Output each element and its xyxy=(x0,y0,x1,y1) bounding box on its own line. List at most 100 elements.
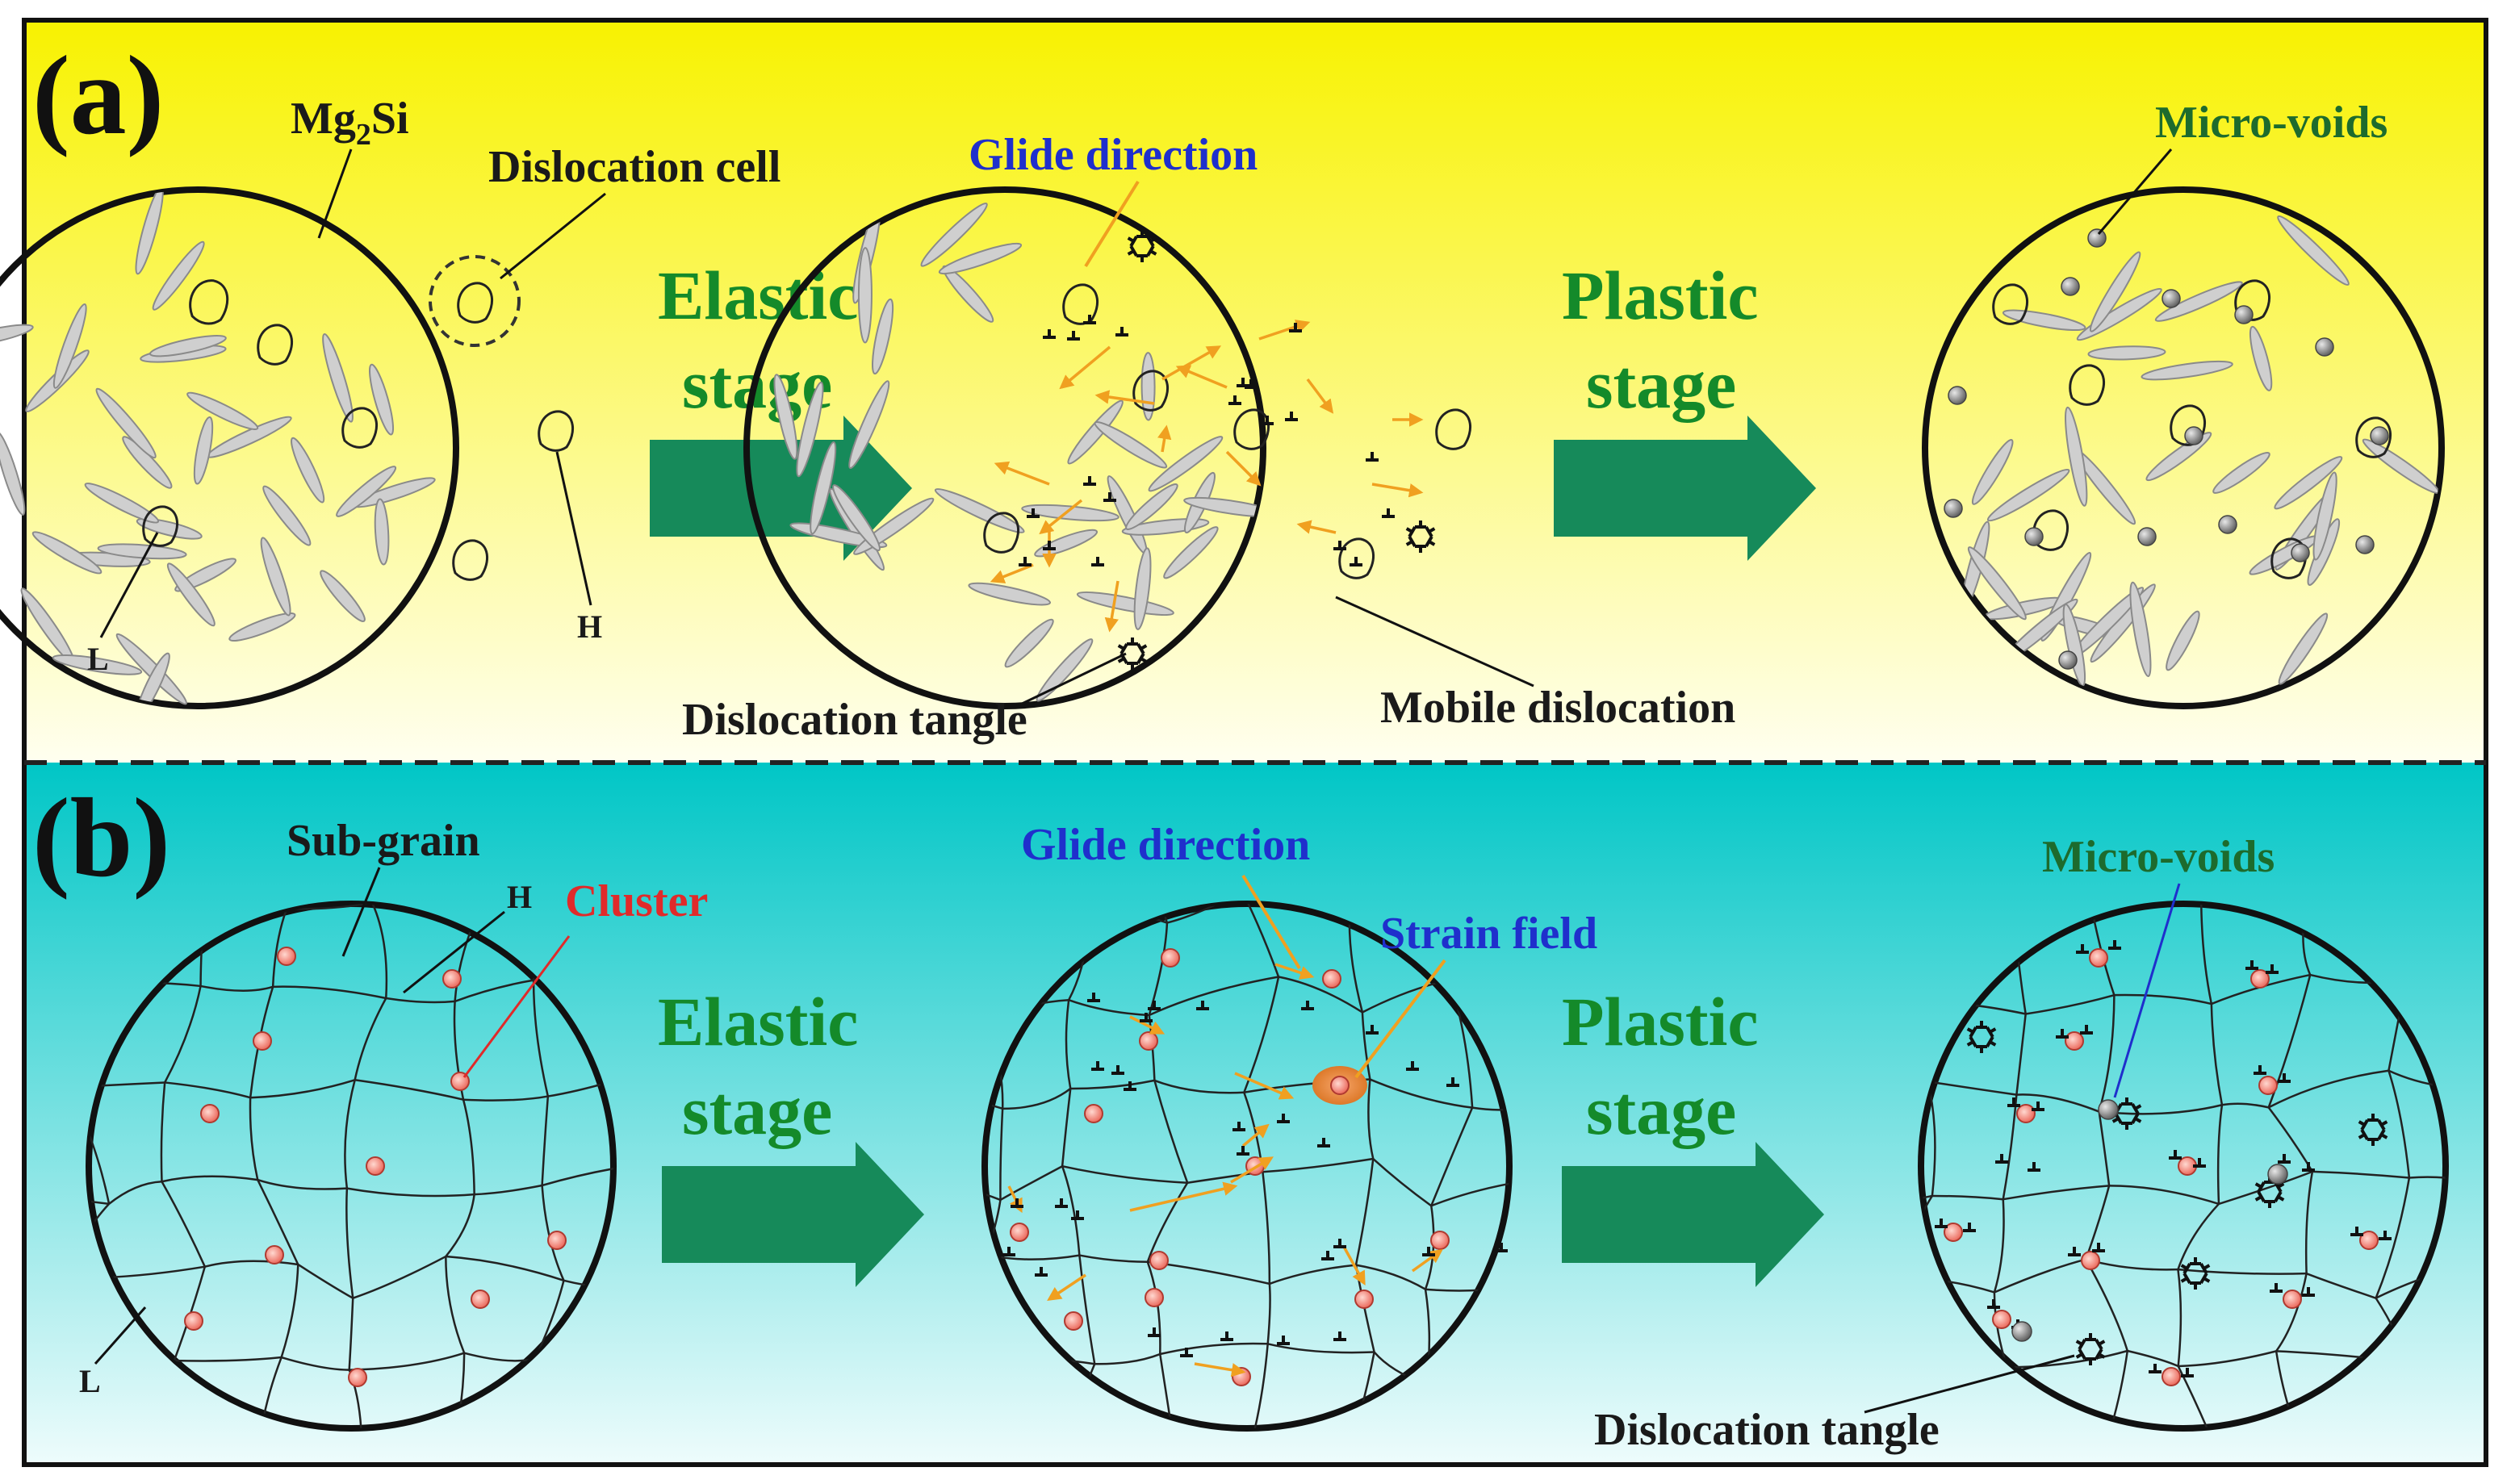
micro-void-icon xyxy=(2011,1321,2032,1342)
dislocation-cell-icon xyxy=(142,505,178,547)
mg2si-precipitate-icon xyxy=(2274,456,2343,510)
sub-grain-boundary xyxy=(165,1081,251,1099)
sub-grain-boundary xyxy=(349,1352,465,1371)
sub-grain-boundary xyxy=(1159,1353,1180,1428)
cluster-icon xyxy=(1430,1231,1450,1250)
cluster-leader-line xyxy=(462,935,571,1078)
inverted-t-dislocation-icon xyxy=(1382,508,1395,518)
dislocation-cell-icon xyxy=(1062,283,1099,325)
glide-arrow-icon xyxy=(1230,1156,1274,1184)
glide-arrow-icon xyxy=(1161,345,1222,381)
inverted-t-dislocation-icon xyxy=(1124,1081,1136,1091)
mg2si-precipitate-icon xyxy=(1986,468,2070,522)
sub-grain-boundary xyxy=(89,1086,111,1205)
mg2si-precipitate-icon xyxy=(262,485,312,546)
cluster-icon xyxy=(265,1245,284,1265)
inverted-t-dislocation-icon xyxy=(2278,1073,2291,1083)
inverted-t-dislocation-icon xyxy=(1115,327,1128,337)
a-tangle-leader-line xyxy=(1016,652,1127,708)
sub-grain-boundary xyxy=(2275,1273,2308,1352)
sub-grain-boundary xyxy=(1061,1164,1188,1184)
mg2si-precipitate-icon xyxy=(166,562,216,627)
inverted-t-dislocation-icon xyxy=(2092,1243,2105,1252)
inverted-t-dislocation-icon xyxy=(2379,1231,2392,1240)
mg2si-precipitate-icon xyxy=(149,335,227,357)
sub-grain-boundary xyxy=(2177,1203,2220,1270)
sub-grain-boundary xyxy=(89,1203,110,1279)
sub-grain-boundary xyxy=(257,1179,299,1265)
inverted-t-dislocation-icon xyxy=(1055,1198,1068,1208)
inverted-t-dislocation-icon xyxy=(1002,1247,1015,1256)
micro-void-icon xyxy=(2024,527,2044,546)
b-stage2-line1: Plastic xyxy=(1562,983,1759,1060)
label-a-micro-voids: Micro-voids xyxy=(2155,98,2388,148)
star-tangle-icon xyxy=(2358,1114,2388,1146)
inverted-t-dislocation-icon xyxy=(1091,557,1104,566)
dislocation-cell-icon xyxy=(983,512,1019,554)
sub-grain-boundary xyxy=(2178,1350,2277,1368)
sub-grain-boundary xyxy=(2127,1349,2179,1368)
sub-grain-boundary xyxy=(1921,1195,1933,1281)
sub-grain-boundary xyxy=(1153,1079,1245,1094)
dislocation-cell-icon xyxy=(2170,404,2206,446)
sub-grain-boundary xyxy=(386,997,455,1004)
sub-grain-boundary xyxy=(999,1165,1063,1202)
sub-grain-boundary xyxy=(352,1255,446,1299)
dislocation-cell-icon xyxy=(452,539,488,581)
inverted-t-dislocation-icon xyxy=(1350,557,1362,566)
glide-arrow-icon xyxy=(994,461,1050,486)
sub-grain-boundary xyxy=(1430,1107,1474,1206)
sub-grain-boundary xyxy=(1149,976,1279,1017)
sub-grain-boundary xyxy=(2268,1069,2389,1109)
cluster-icon xyxy=(1010,1223,1029,1242)
label-cluster: Cluster xyxy=(565,876,708,926)
b3-micro-voids xyxy=(2011,1099,2288,1342)
sub-grain-boundary xyxy=(89,1265,206,1280)
glide-arrow-icon xyxy=(1194,1362,1246,1377)
inverted-t-dislocation-icon xyxy=(1987,1299,2000,1309)
mg2si-precipitate-icon xyxy=(0,324,34,347)
inverted-t-dislocation-icon xyxy=(1495,1243,1508,1252)
sub-grain-boundary xyxy=(257,1178,347,1190)
cluster-icon xyxy=(1145,1288,1164,1307)
sub-grain-boundary xyxy=(1068,999,1149,1017)
inverted-t-dislocation-icon xyxy=(1103,492,1116,502)
sub-grain-boundary xyxy=(1993,1199,2005,1293)
cluster-icon xyxy=(2016,1104,2036,1123)
sub-grain-boundary xyxy=(462,1095,549,1102)
sub-grain-boundary xyxy=(2306,1273,2376,1299)
inverted-t-dislocation-icon xyxy=(1446,1077,1459,1087)
mg2si-precipitate-icon xyxy=(2062,604,2086,687)
mg2si-precipitate-icon xyxy=(2312,471,2337,561)
mg2si-precipitate-icon xyxy=(872,298,894,375)
sub-grain-boundary xyxy=(256,1357,282,1428)
micro-void-icon xyxy=(2058,650,2078,670)
a2-grain-circle xyxy=(743,186,1266,709)
inverted-t-dislocation-icon xyxy=(2350,1227,2363,1236)
sub-grain-boundary xyxy=(532,980,550,1097)
inverted-t-dislocation-icon xyxy=(1148,1001,1161,1010)
micro-void-icon xyxy=(2098,1099,2119,1120)
mg2si-precipitate-icon xyxy=(31,531,103,575)
sub-grain-boundary xyxy=(445,1256,466,1354)
dislocation-cell-icon xyxy=(1435,408,1471,450)
mg2si-precipitate-icon xyxy=(193,416,214,485)
sub-grain-boundary xyxy=(2375,1177,2411,1299)
sub-grain-boundary xyxy=(1471,1106,1509,1111)
inverted-t-dislocation-icon xyxy=(1277,1336,1290,1345)
inverted-t-dislocation-icon xyxy=(2254,1065,2266,1075)
b-tangle-leader-line xyxy=(1864,1354,2075,1414)
sub-grain-boundary xyxy=(89,1081,165,1089)
sub-grain-boundary xyxy=(999,1108,1004,1200)
micro-void-icon xyxy=(1948,386,1967,405)
mg2si-precipitate-icon xyxy=(97,543,187,560)
sub-grain-boundary xyxy=(474,1184,542,1196)
inverted-t-dislocation-icon xyxy=(1237,1146,1249,1156)
mg2si-precipitate-icon xyxy=(152,240,205,311)
b3-dislocations xyxy=(1935,940,2392,1377)
mg2si-precipitate-icon xyxy=(2141,360,2233,381)
b3-microstructure xyxy=(1918,901,2449,1432)
sub-grain-boundary xyxy=(2178,1268,2307,1275)
sub-grain-boundary xyxy=(348,1298,354,1370)
mg2si-precipitate-icon xyxy=(1067,399,1124,465)
